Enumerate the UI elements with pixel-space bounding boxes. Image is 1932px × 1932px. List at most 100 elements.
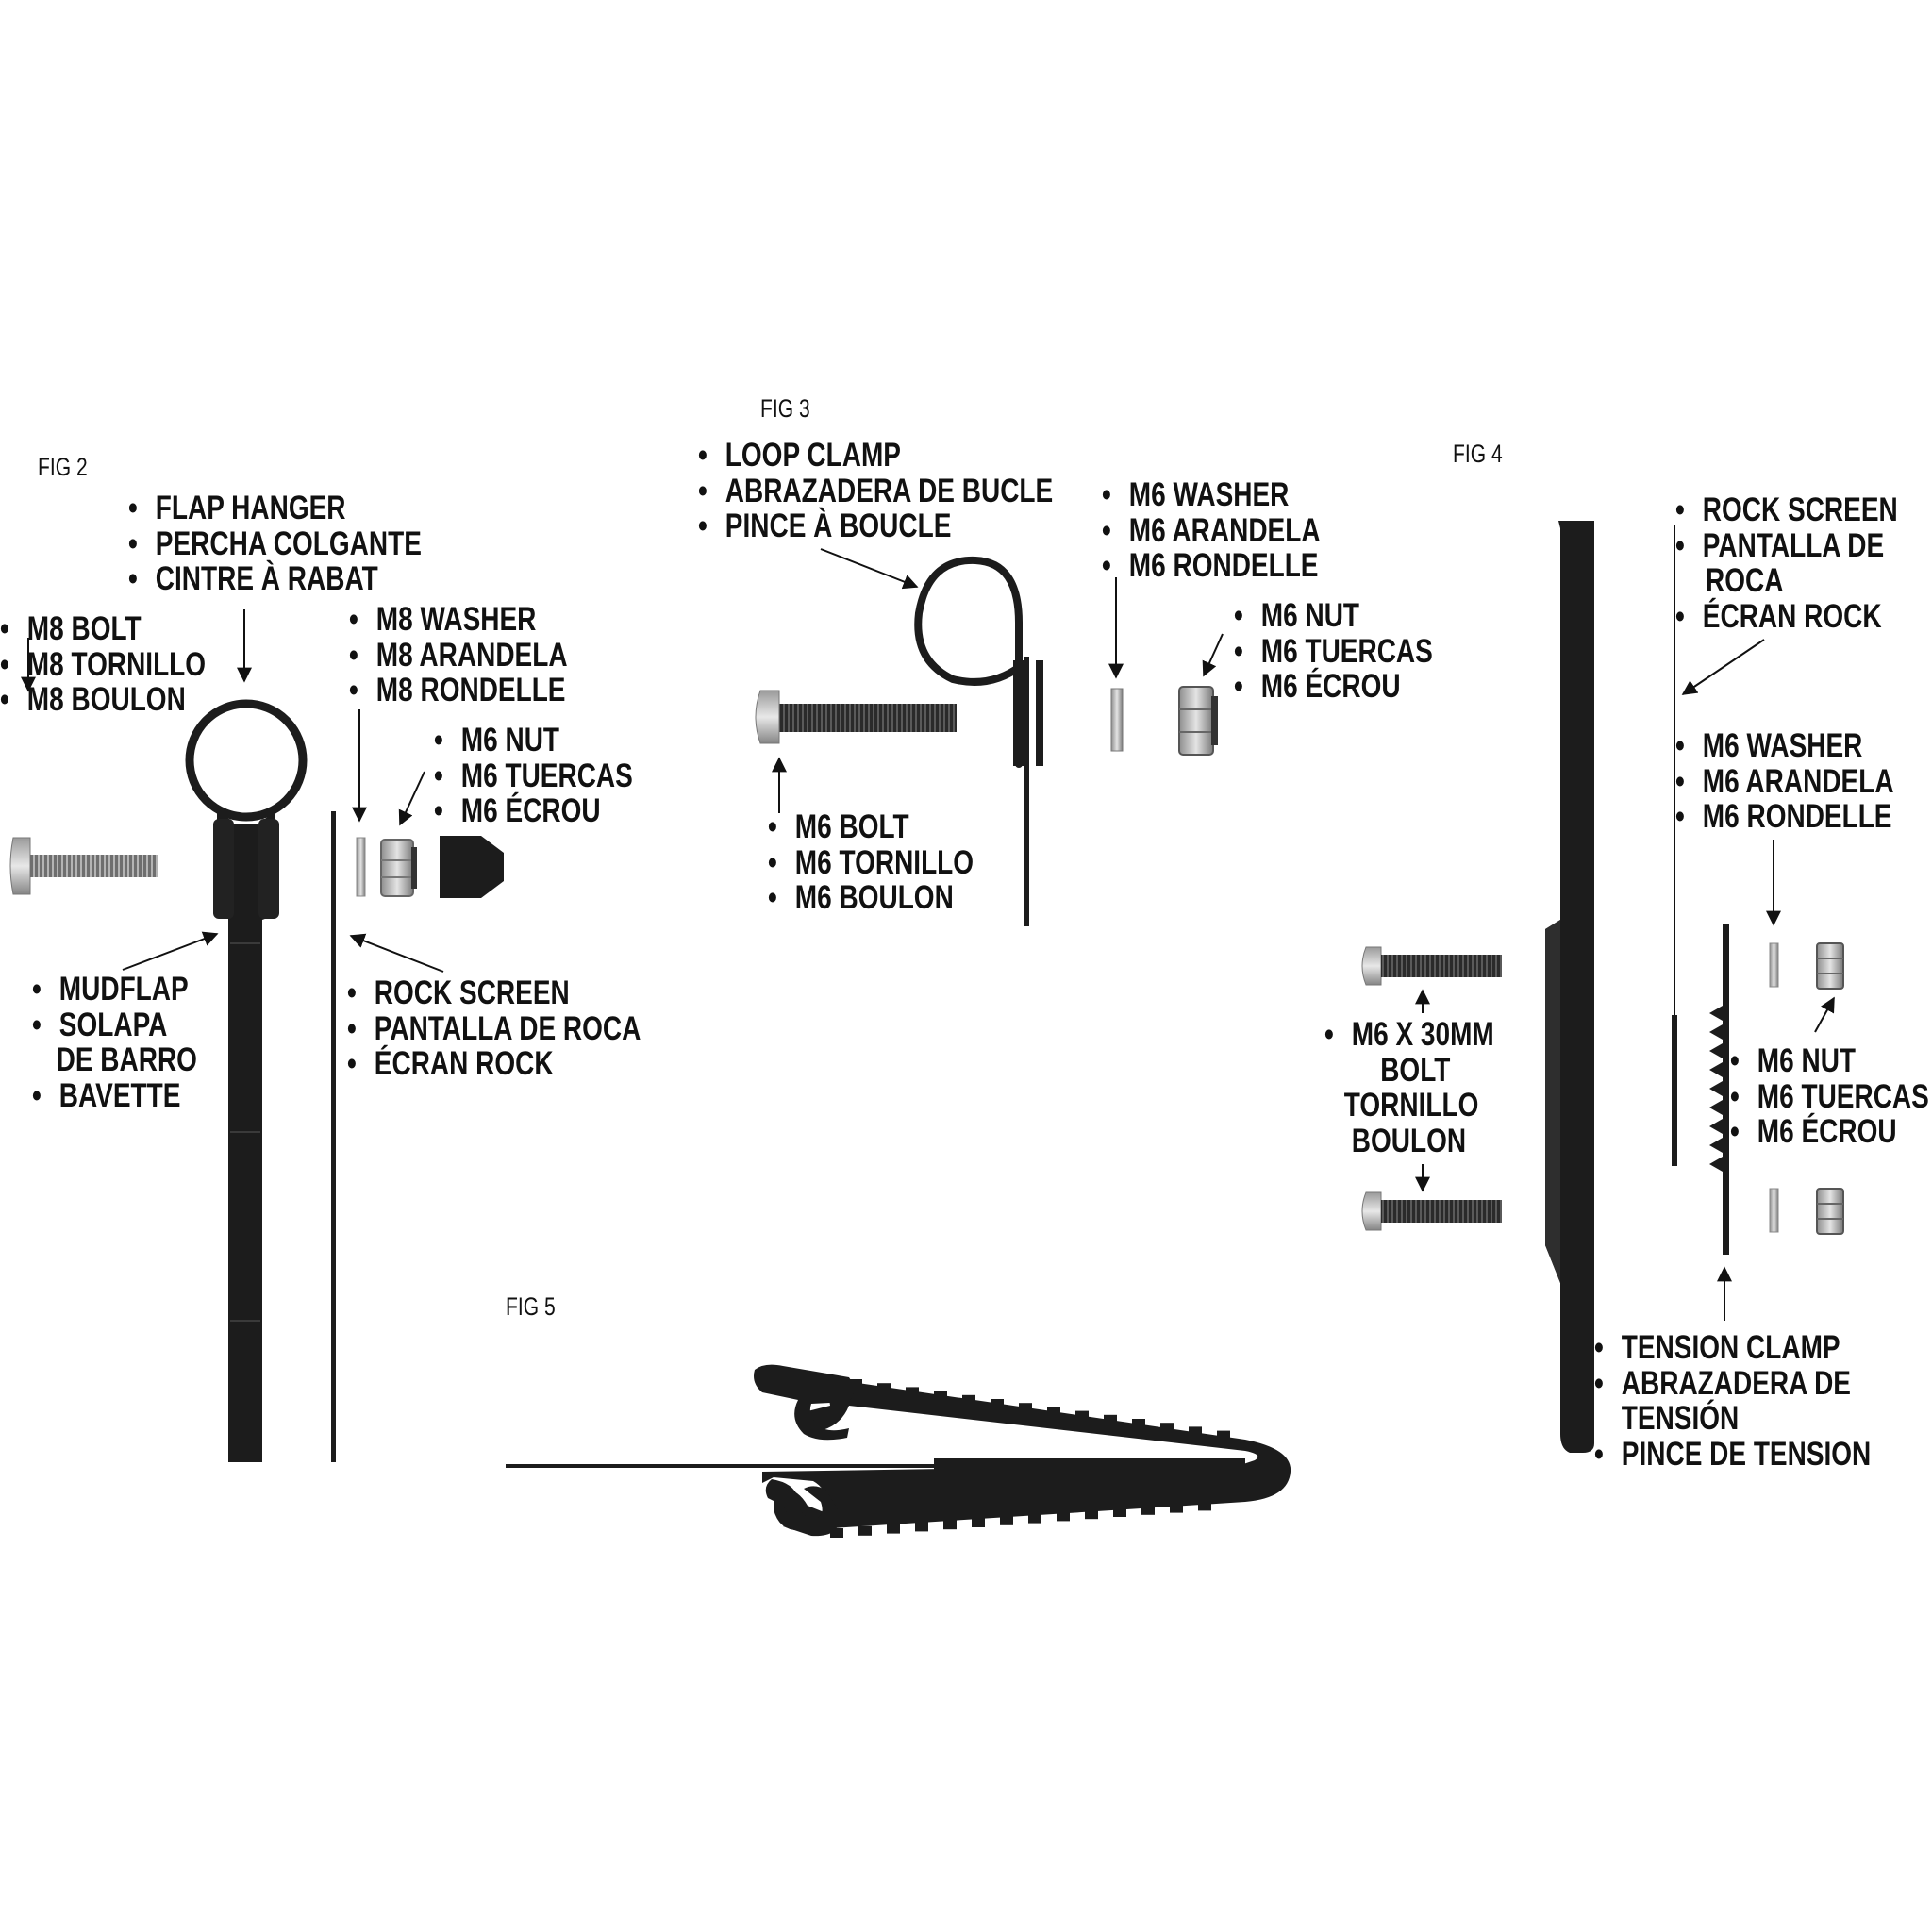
clamp-rib	[934, 1391, 947, 1401]
flap-hanger-part	[185, 699, 308, 822]
fig2-title: FIG 2	[38, 453, 88, 481]
clamp-rib	[1075, 1410, 1089, 1421]
fig3-m6-bolt-part	[755, 690, 957, 744]
fig2-artwork	[9, 609, 504, 1462]
label-line: PANTALLA DE	[1675, 527, 1898, 564]
label-line: M6 NUT	[1730, 1043, 1929, 1079]
m6x30-bolt-bottom-part	[1361, 1191, 1502, 1231]
label-line: M6 ARANDELA	[1102, 512, 1321, 549]
fig3-rock-screen-part	[1024, 657, 1029, 926]
label-line: ROCA	[1706, 562, 1784, 599]
label-line: M6 RONDELLE	[1675, 799, 1894, 835]
label-line: FLAP HANGER	[128, 491, 422, 526]
label-line: M6 TORNILLO	[768, 844, 974, 881]
fig2-m8-bolt-label: M8 BOLT M8 TORNILLO M8 BOULON	[0, 611, 206, 718]
fig4-m6-washer-top-part	[1769, 942, 1779, 988]
label-line: M6 BOLT	[768, 809, 974, 845]
clamp-rib	[1189, 1426, 1202, 1437]
label-line: M8 BOULON	[0, 682, 206, 718]
fig4-rock-screen-label: ROCK SCREEN PANTALLA DE ROCA ÉCRAN ROCK	[1675, 492, 1898, 634]
fig2-m6-nut-label: M6 NUT M6 TUERCAS M6 ÉCROU	[434, 723, 633, 829]
label-line: M6 X 30MM	[1324, 1017, 1494, 1053]
label-line: DE BARRO	[56, 1041, 197, 1078]
label-line: ABRAZADERA DE BUCLE	[698, 473, 1053, 509]
clamp-rib	[1000, 1515, 1013, 1525]
fig2-flap-hanger-label: FLAP HANGER PERCHA COLGANTE CINTRE À RAB…	[128, 491, 422, 597]
fig2-rock-screen-label: ROCK SCREEN PANTALLA DE ROCA ÉCRAN ROCK	[347, 975, 641, 1082]
fig3-m6-nut-label: M6 NUT M6 TUERCAS M6 ÉCROU	[1234, 598, 1433, 705]
fig4-m6-nut-top-part	[1816, 942, 1844, 990]
fig3-loop-clamp-label: LOOP CLAMP ABRAZADERA DE BUCLE PINCE À B…	[698, 438, 1053, 544]
label-line: M6 TUERCAS	[1234, 633, 1433, 670]
label-line: M6 BOULON	[768, 880, 974, 916]
label-line: BOLT	[1380, 1051, 1451, 1089]
label-line: PANTALLA DE ROCA	[347, 1010, 641, 1047]
label-line: M6 ÉCROU	[1730, 1114, 1929, 1150]
fig5-artwork	[506, 1364, 1291, 1538]
clamp-rib	[1028, 1513, 1041, 1524]
label-line: M6 ARANDELA	[1675, 763, 1894, 800]
clamp-rib	[943, 1520, 957, 1530]
label-line: ÉCRAN ROCK	[1675, 598, 1898, 635]
clamp-rib	[1085, 1509, 1098, 1520]
fig3-artwork	[755, 548, 1224, 926]
label-line: TENSIÓN	[1621, 1400, 1740, 1437]
fig3-m6-nut-part	[1178, 686, 1218, 756]
label-line: BOULON	[1351, 1122, 1467, 1159]
fig2-rock-screen-part	[331, 811, 336, 1462]
label-line: M8 BOLT	[0, 611, 206, 647]
fig4-tension-clamp-label: TENSION CLAMP ABRAZADERA DE TENSIÓN PINC…	[1594, 1330, 1871, 1472]
fig4-m6-nut-bottom-part	[1816, 1188, 1844, 1235]
label-line: M8 TORNILLO	[0, 646, 206, 683]
clamp-rib	[915, 1522, 928, 1532]
fig3-m6-washer-label: M6 WASHER M6 ARANDELA M6 RONDELLE	[1102, 477, 1321, 584]
clamp-rib	[1113, 1507, 1126, 1517]
label-line: LOOP CLAMP	[698, 438, 1053, 474]
fig4-artwork	[1361, 521, 1844, 1453]
fig5-rock-screen-part	[506, 1464, 1241, 1468]
label-line: ÉCRAN ROCK	[347, 1046, 641, 1082]
label-line: M6 NUT	[1234, 598, 1433, 634]
fig3-m6-bolt-label: M6 BOLT M6 TORNILLO M6 BOULON	[768, 809, 974, 916]
label-line: SOLAPA	[32, 1007, 197, 1043]
clamp-rib	[1141, 1505, 1155, 1515]
label-line: M6 TUERCAS	[434, 758, 633, 794]
clamp-rib	[962, 1394, 975, 1405]
clamp-rib	[1047, 1407, 1060, 1417]
clamp-rib	[1160, 1423, 1174, 1433]
clamp-rib	[1019, 1403, 1032, 1413]
clamp-rib	[991, 1399, 1004, 1408]
label-line: TORNILLO	[1343, 1087, 1479, 1124]
label-line: M6 TUERCAS	[1730, 1078, 1929, 1115]
fig5-title: FIG 5	[506, 1292, 556, 1321]
label-line: ROCK SCREEN	[1675, 492, 1898, 528]
label-line: M6 ÉCROU	[1234, 669, 1433, 705]
clamp-rib	[1217, 1430, 1230, 1441]
loop-clamp-part	[914, 556, 1024, 768]
fig4-m6x30-bolt-label: M6 X 30MM BOLT TORNILLO BOULON	[1324, 1017, 1494, 1158]
fig5-tension-clamp-part	[762, 1370, 1291, 1531]
label-line: M6 ÉCROU	[434, 793, 633, 829]
fig2-m6-nut-part	[380, 839, 417, 897]
label-line: ROCK SCREEN	[347, 975, 641, 1011]
clamp-rib	[830, 1528, 843, 1538]
clamp-rib	[849, 1379, 862, 1389]
fig4-m6-washer-bottom-part	[1769, 1188, 1779, 1233]
fig4-m6-nut-label: M6 NUT M6 TUERCAS M6 ÉCROU	[1730, 1043, 1929, 1150]
clamp-rib	[1198, 1501, 1211, 1511]
clamp-rib	[1104, 1414, 1117, 1424]
label-line: M8 ARANDELA	[349, 637, 568, 674]
tension-clamp-part	[1709, 924, 1729, 1255]
m6x30-bolt-top-part	[1361, 946, 1502, 986]
label-line: M6 WASHER	[1102, 477, 1321, 513]
clamp-rib	[858, 1525, 872, 1536]
label-line: M8 WASHER	[349, 602, 568, 638]
label-line: M6 NUT	[434, 723, 633, 758]
label-line: M8 RONDELLE	[349, 673, 568, 708]
label-line: CINTRE À RABAT	[128, 561, 422, 597]
label-line: ABRAZADERA DE	[1594, 1365, 1871, 1402]
m8-washer-part	[356, 837, 366, 897]
fig4-rock-screen-part	[1672, 1015, 1677, 1166]
clamp-rib	[887, 1524, 900, 1534]
